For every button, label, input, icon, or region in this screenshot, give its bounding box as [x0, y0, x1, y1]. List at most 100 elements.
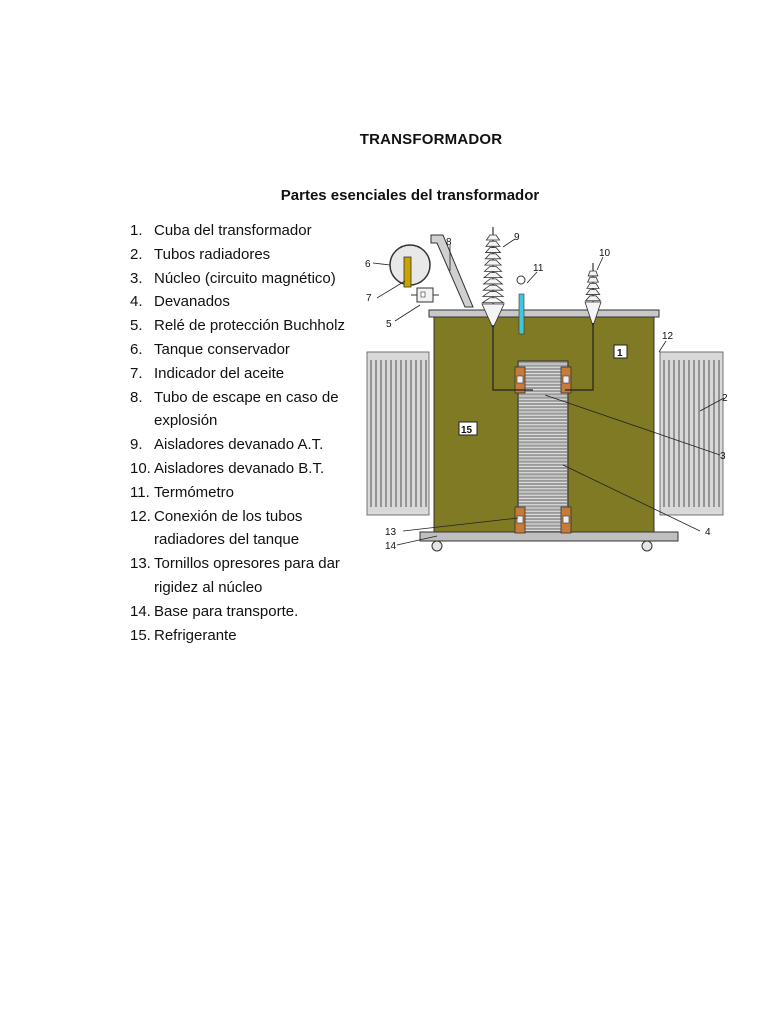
bushing-shed — [485, 234, 501, 241]
parts-list-number: 9. — [130, 436, 143, 454]
parts-list-text: Tubos radiadores — [154, 245, 271, 263]
parts-list-item: 3. Núcleo (circuito magnético) — [130, 267, 345, 291]
explosion-pipe — [430, 234, 474, 308]
magnetic-core — [517, 360, 569, 533]
parts-list-number: 1. — [130, 222, 143, 239]
parts-list-item: 13.Tornillos opresores para dar — [130, 552, 345, 576]
parts-list-number: 8. — [130, 388, 143, 406]
parts-list-text: Base para transporte. — [154, 602, 299, 620]
transformer-diagram: 1 15 6 7 5 8 9 11 10 12 2 3 4 13 14 — [365, 227, 728, 552]
parts-list-item: 4. Devanados — [130, 290, 345, 314]
callout-box-15 — [458, 421, 478, 436]
lv-lead — [565, 323, 594, 391]
parts-list-item: 7.Indicador del aceite — [130, 362, 345, 386]
parts-list-text: Relé de protección Buchholz — [154, 317, 345, 335]
callout-1: 1 — [617, 348, 623, 359]
page-subtitle: Partes esenciales del transformador — [280, 187, 540, 204]
parts-list-text: Tubo de escape en caso de — [154, 388, 339, 406]
parts-list-number: 12. — [130, 507, 151, 525]
bushing-shed — [482, 272, 504, 279]
parts-list-text: Tornillos opresores para dar — [154, 555, 340, 573]
parts-list-item: 2.Tubos radiadores — [130, 243, 345, 267]
callout-10: 10 — [599, 248, 611, 259]
parts-list-item: explosión — [130, 409, 345, 433]
parts-list-number — [130, 576, 154, 600]
parts-list: 1. Cuba del transformador 2.Tubos radiador… — [130, 219, 345, 647]
radiator-frame — [366, 351, 430, 516]
core-bolt — [562, 375, 570, 384]
parts-list-text: Refrigerante — [154, 626, 237, 644]
bushing-shed — [483, 265, 503, 272]
parts-list-text: rigidez al núcleo — [154, 578, 263, 596]
callout-2: 2 — [722, 393, 728, 404]
callout-leaders — [372, 238, 725, 546]
parts-list-text: Conexión de los tubos — [154, 507, 303, 525]
parts-list-number: 13. — [130, 555, 151, 573]
left-radiator — [366, 351, 430, 516]
parts-list-number: 7. — [130, 364, 143, 382]
parts-list-item: rigidez al núcleo — [130, 576, 345, 600]
parts-list-text: Devanados — [154, 293, 230, 311]
parts-list-number: 3. — [130, 269, 143, 287]
core-bolt — [516, 515, 524, 524]
parts-list-number: 14. — [130, 602, 151, 620]
parts-list-item: 12.Conexión de los tubos — [130, 505, 345, 529]
callout-8: 8 — [446, 237, 452, 248]
parts-list-number: 10. — [130, 459, 151, 477]
callout-14: 14 — [385, 541, 397, 552]
base-wheel-left — [431, 540, 443, 552]
bushing-shed — [484, 247, 502, 253]
thermometer — [518, 293, 525, 335]
parts-list-number — [130, 409, 154, 433]
parts-list-item: 8. Tubo de escape en caso de — [130, 386, 345, 410]
transport-base — [419, 531, 679, 542]
hv-lead — [492, 325, 533, 391]
parts-list-item: 9.Aisladores devanado A.T. — [130, 433, 345, 457]
parts-list-text: explosión — [154, 412, 218, 430]
bushing-shed — [587, 270, 599, 277]
bushing-shed — [481, 291, 505, 297]
callout-box-1 — [613, 344, 628, 359]
parts-list-text: Tanque conservador — [154, 340, 290, 358]
bushing-shed — [484, 253, 502, 260]
bushing-shed — [483, 259, 503, 266]
bushing-shed — [481, 297, 505, 304]
parts-list-item: 14.Base para transporte. — [130, 600, 345, 624]
parts-list-text: Aisladores devanado B.T. — [154, 459, 325, 477]
callout-9: 9 — [514, 232, 520, 243]
bushing-base — [481, 303, 505, 329]
parts-list-item: 1. Cuba del transformador — [130, 219, 345, 243]
parts-list-item: 6. Tanque conservador — [130, 338, 345, 362]
callout-7: 7 — [366, 293, 372, 304]
callout-13: 13 — [385, 527, 397, 538]
parts-list-number: 11. — [130, 483, 150, 501]
callout-4: 4 — [705, 527, 711, 538]
callout-11: 11 — [533, 263, 544, 274]
callout-12: 12 — [662, 331, 674, 342]
parts-list-number: 5. — [130, 317, 143, 335]
parts-list-item: 11.Termómetro — [130, 481, 345, 505]
parts-list-text: radiadores del tanque — [154, 531, 300, 549]
tank-lid — [428, 309, 660, 318]
parts-list-text: Cuba del transformador — [154, 222, 312, 239]
parts-list-item: 10.Aisladores devanado B.T. — [130, 457, 345, 481]
parts-list-item: 15.Refrigerante — [130, 624, 345, 648]
bushing-shed — [585, 289, 601, 295]
lv-bushing — [584, 263, 602, 328]
bushing-shed — [481, 284, 505, 291]
bushing-shed — [482, 278, 504, 285]
parts-list-item: radiadores del tanque — [130, 528, 345, 552]
parts-list-number: 4. — [130, 293, 143, 311]
callout-5: 5 — [386, 319, 392, 330]
bushing-shed — [586, 283, 600, 289]
parts-list-text: Termómetro — [154, 483, 235, 501]
callout-6: 6 — [365, 259, 371, 270]
hv-bushing — [481, 227, 505, 329]
parts-list-item: 5. Relé de protección Buchholz — [130, 314, 345, 338]
oil-level-indicator — [403, 256, 412, 288]
core-bolt — [562, 515, 570, 524]
parts-list-text: Núcleo (circuito magnético) — [154, 269, 336, 287]
parts-list-number: 15. — [130, 626, 151, 644]
parts-list-number: 6. — [130, 340, 143, 358]
base-wheel-right — [641, 540, 653, 552]
